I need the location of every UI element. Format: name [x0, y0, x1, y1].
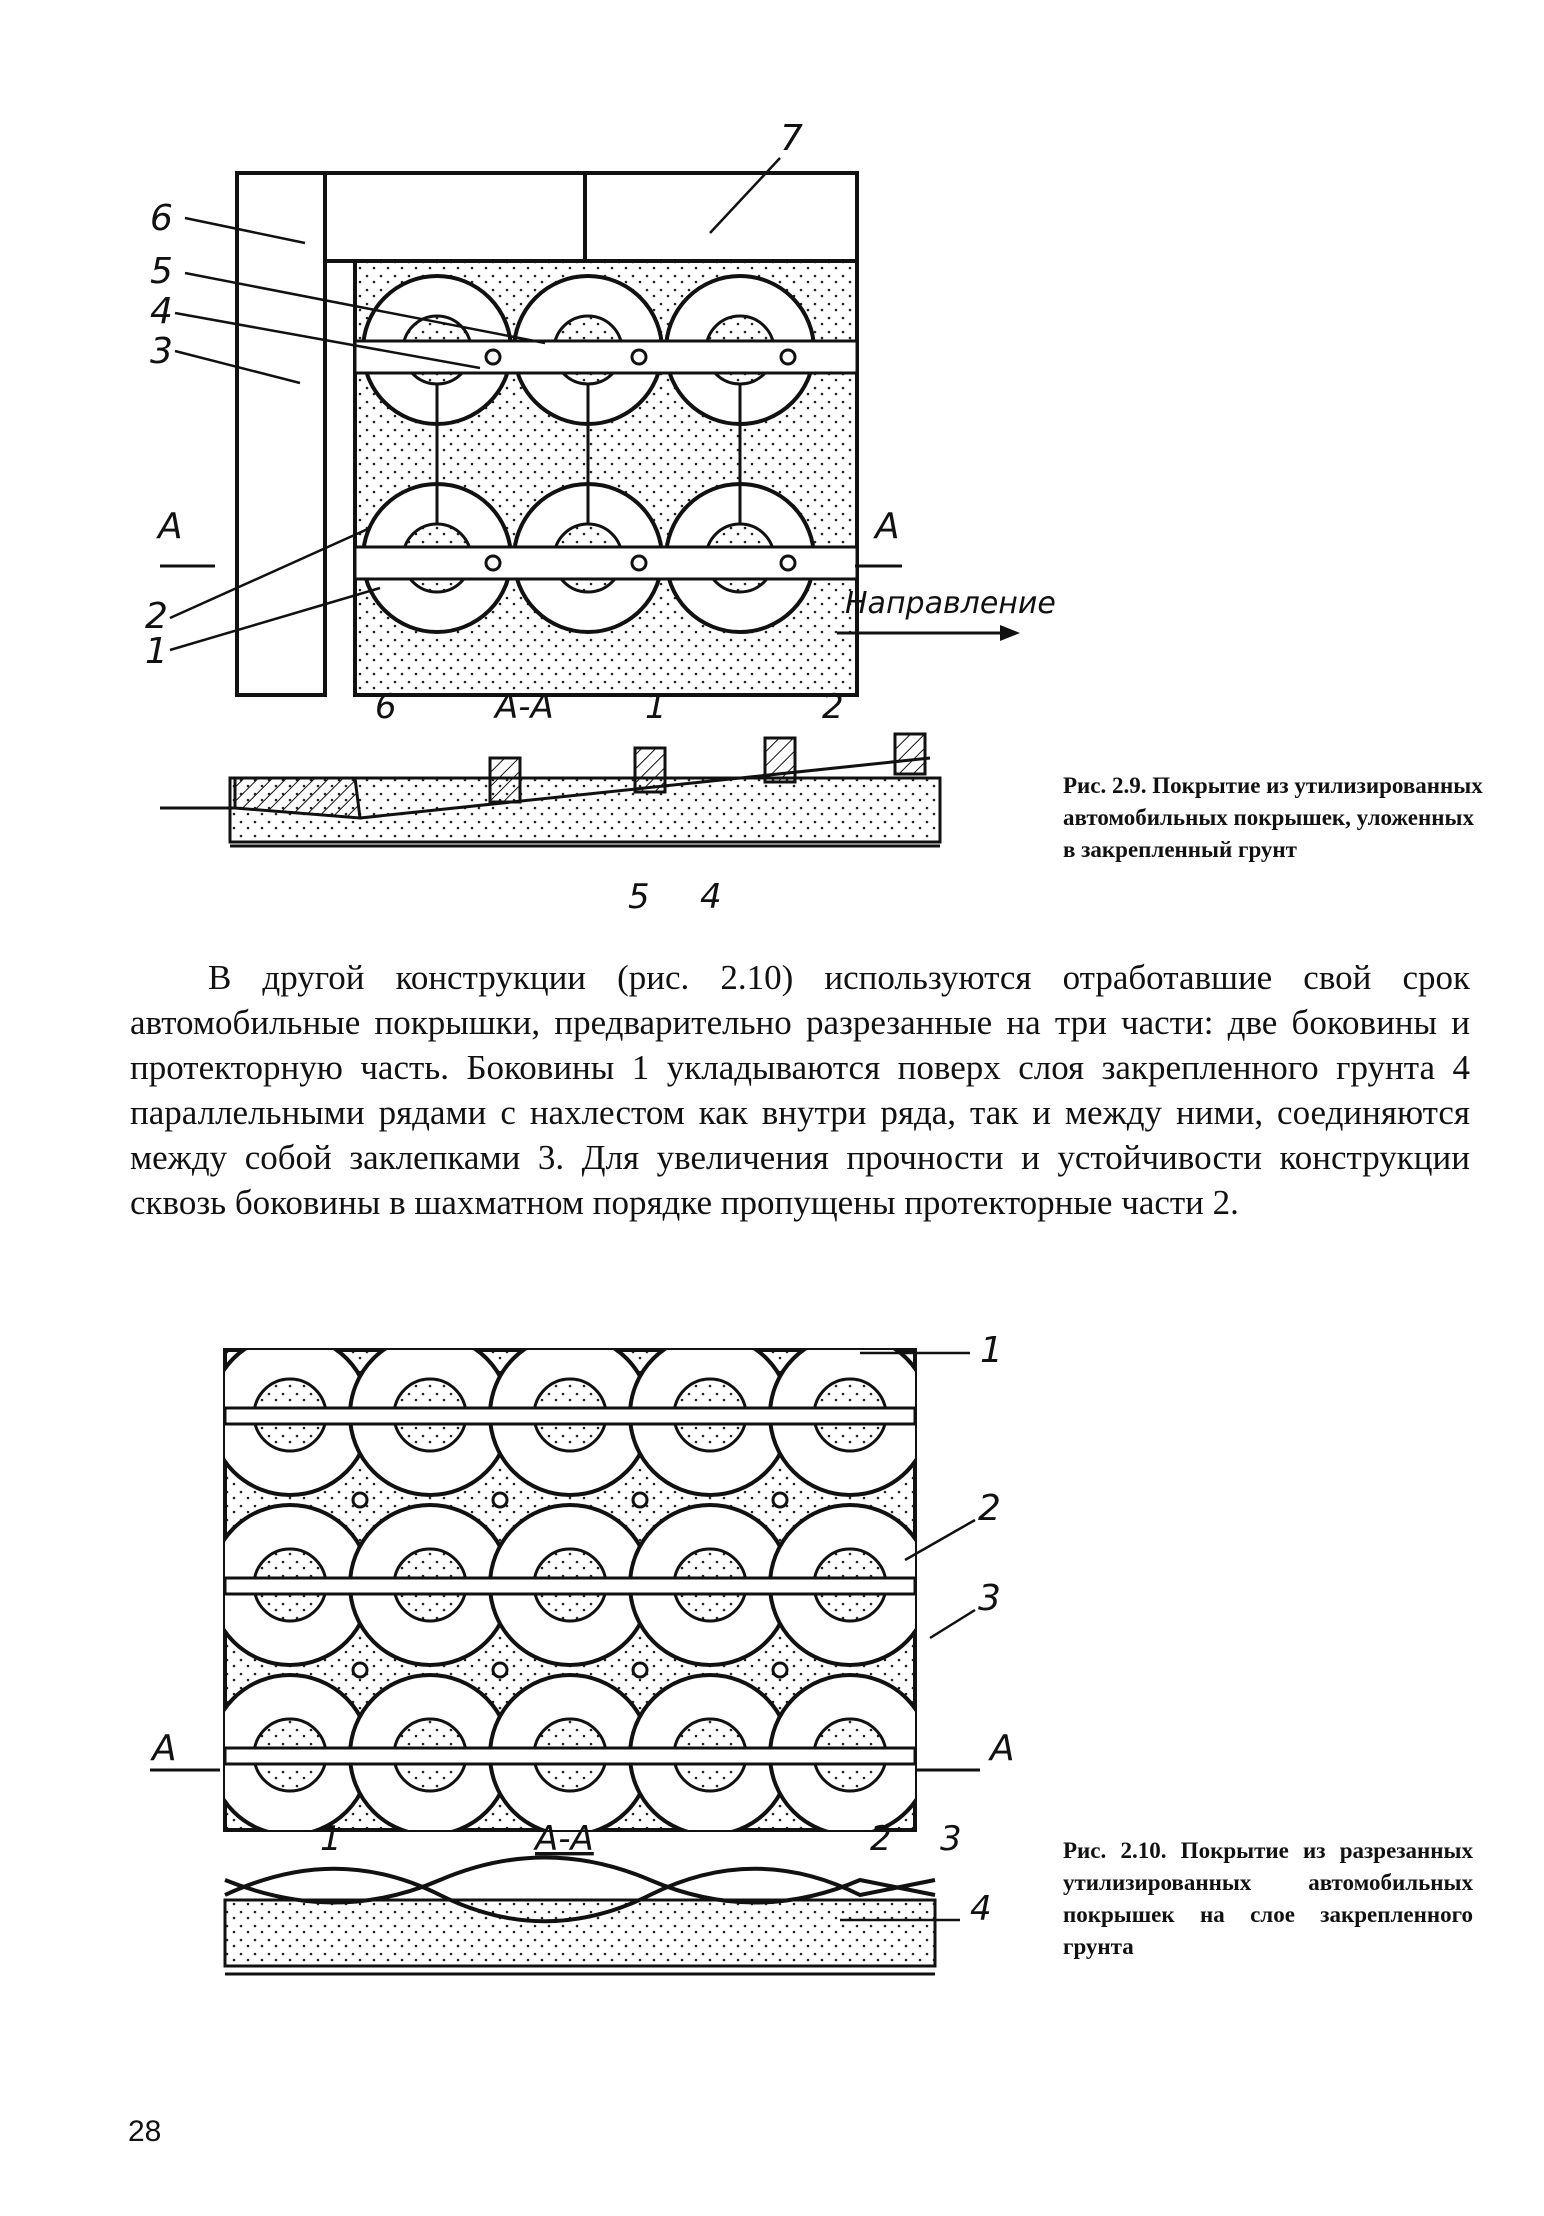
section-label-4: 4: [970, 1889, 992, 1929]
section-view-2: [223, 1855, 960, 1976]
section-marker-right: А: [873, 506, 900, 547]
body-paragraph: В другой конструкции (рис. 2.10) использ…: [130, 955, 1470, 1225]
plan-view: [160, 157, 1020, 697]
section-label-5: 5: [628, 877, 650, 917]
section-marker-left: А: [150, 1728, 177, 1769]
plan-view-2: [150, 1348, 980, 1832]
section-label-1: 1: [645, 687, 667, 727]
plan-label-2: 2: [145, 596, 168, 637]
plan-label-3: 3: [150, 331, 173, 372]
section-label-4: 4: [700, 877, 722, 917]
body-paragraph-text: В другой конструкции (рис. 2.10) использ…: [130, 958, 1470, 1222]
figure-2-10-drawing: 1 2 3 А А 1 А-А 2 3 4: [150, 1330, 1015, 1976]
page-number: 28: [128, 2115, 162, 2148]
plan-label-4: 4: [150, 291, 173, 332]
figure-2-9-drawing: 7 6 5 4 3 2 1 А А Направление течения 6 …: [145, 118, 1060, 917]
section-label-2: 2: [822, 687, 844, 727]
figure-2-9-caption: Рис. 2.9. Покрытие из утилизированных ав…: [1063, 773, 1483, 862]
plan-label-6: 6: [150, 198, 173, 239]
section-marker-left: А: [156, 506, 183, 547]
plan-label-1: 1: [980, 1330, 1003, 1371]
plan-label-3: 3: [978, 1578, 1001, 1619]
section-label-2: 2: [870, 1819, 892, 1859]
flow-direction-label: Направление течения: [845, 586, 1060, 621]
section-title: А-А: [493, 687, 554, 727]
section-label-3: 3: [940, 1819, 962, 1859]
section-title: А-А: [533, 1819, 594, 1859]
plan-label-5: 5: [150, 251, 173, 292]
section-label-1: 1: [320, 1819, 342, 1859]
flow-direction-text: Направление течения: [845, 586, 1060, 621]
section-marker-right: А: [988, 1728, 1015, 1769]
section-label-6: 6: [375, 687, 397, 727]
plan-label-2: 2: [978, 1488, 1001, 1529]
plan-label-7: 7: [780, 118, 803, 159]
section-view: [160, 732, 942, 848]
plan-label-1: 1: [145, 631, 168, 672]
figure-2-10-caption: Рис. 2.10. Покрытие из разрезанных утили…: [1063, 1838, 1473, 1959]
